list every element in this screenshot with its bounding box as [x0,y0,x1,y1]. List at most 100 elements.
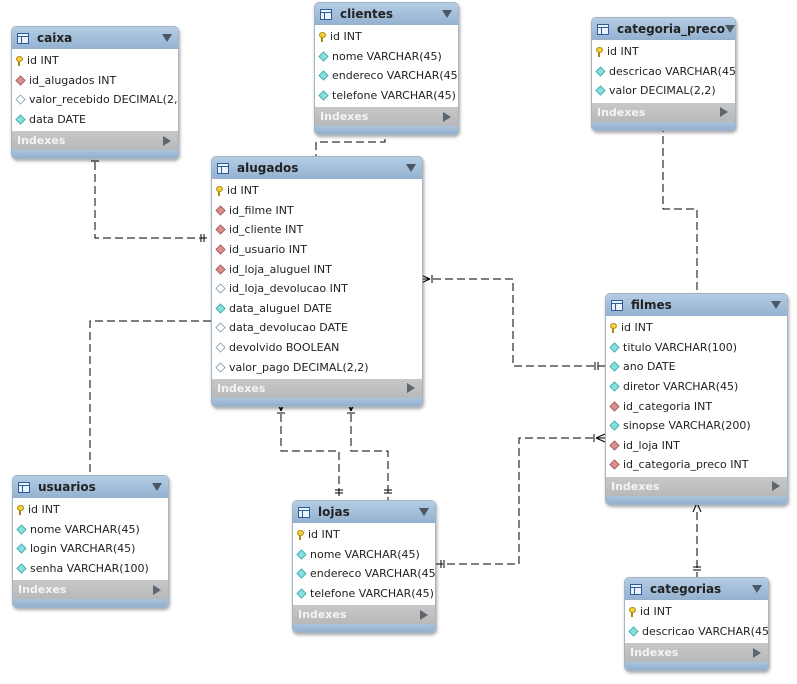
column-row[interactable]: id INT [293,525,435,545]
expand-arrow-icon[interactable] [407,383,415,394]
collapse-arrow-icon[interactable] [442,10,452,18]
column-row[interactable]: valor_pago DECIMAL(2,2) [212,357,422,377]
relationship-alugados-filmes[interactable] [420,274,605,370]
expand-arrow-icon[interactable] [720,107,728,118]
column-row[interactable]: endereco VARCHAR(45) [293,564,435,584]
indexes-section[interactable]: Indexes [625,643,768,663]
collapse-arrow-icon[interactable] [771,301,781,309]
indexes-section[interactable]: Indexes [293,605,435,625]
indexes-section[interactable]: Indexes [13,580,168,600]
relationship-alugados-lojas-devolucao[interactable] [346,401,392,500]
column-text: id_filme INT [229,203,294,217]
nullable-column-icon [215,322,226,334]
column-row[interactable]: telefone VARCHAR(45) [315,86,458,106]
expand-arrow-icon[interactable] [420,609,428,620]
collapse-arrow-icon[interactable] [725,25,735,33]
entity-header[interactable]: alugados [212,157,422,179]
expand-arrow-icon[interactable] [163,135,171,146]
column-row[interactable]: data DATE [12,110,178,130]
column-row[interactable]: id_usuario INT [212,240,422,260]
column-row[interactable]: devolvido BOOLEAN [212,338,422,358]
table-icon [298,506,310,518]
table-icon [217,162,229,174]
column-row[interactable]: descricao VARCHAR(45) [625,622,768,642]
column-icon [296,549,307,560]
collapse-arrow-icon[interactable] [152,483,162,491]
expand-arrow-icon[interactable] [153,584,161,595]
column-row[interactable]: id_cliente INT [212,220,422,240]
column-row[interactable]: id_loja_aluguel INT [212,259,422,279]
entity-header[interactable]: caixa [12,27,178,49]
column-row[interactable]: valor DECIMAL(2,2) [592,81,735,101]
collapse-arrow-icon[interactable] [752,585,762,593]
column-row[interactable]: id INT [12,51,178,71]
indexes-section[interactable]: Indexes [315,107,458,127]
entity-header[interactable]: lojas [293,501,435,523]
indexes-label: Indexes [17,134,66,148]
column-row[interactable]: id INT [13,500,168,520]
column-row[interactable]: id_filme INT [212,201,422,221]
column-row[interactable]: data_devolucao DATE [212,318,422,338]
column-row[interactable]: telefone VARCHAR(45) [293,584,435,604]
column-row[interactable]: sinopse VARCHAR(200) [606,416,787,436]
indexes-section[interactable]: Indexes [606,476,787,496]
column-row[interactable]: nome VARCHAR(45) [315,47,458,67]
column-row[interactable]: nome VARCHAR(45) [13,520,168,540]
relationship-caixa-alugados[interactable] [90,149,211,242]
entity-header[interactable]: categoria_preco [592,18,735,40]
collapse-arrow-icon[interactable] [162,34,172,42]
indexes-section[interactable]: Indexes [212,378,422,398]
entity-header[interactable]: filmes [606,294,787,316]
column-row[interactable]: id INT [625,602,768,622]
column-row[interactable]: id_categoria INT [606,396,787,416]
relationship-filmes-lojas[interactable] [434,433,606,568]
collapse-arrow-icon[interactable] [406,164,416,172]
column-row[interactable]: login VARCHAR(45) [13,539,168,559]
column-row[interactable]: id_categoria_preco INT [606,455,787,475]
relationship-categoria-preco-filmes[interactable] [659,113,702,305]
relationship-alugados-lojas-aluguel[interactable] [276,401,343,500]
indexes-section[interactable]: Indexes [12,131,178,151]
column-row[interactable]: descricao VARCHAR(45) [592,62,735,82]
column-row[interactable]: id INT [606,318,787,338]
column-row[interactable]: id INT [315,27,458,47]
column-row[interactable]: id_loja INT [606,436,787,456]
entity-header[interactable]: usuarios [13,476,168,498]
indexes-label: Indexes [18,583,67,597]
entity-header[interactable]: clientes [315,3,458,25]
column-row[interactable]: senha VARCHAR(100) [13,559,168,579]
relationship-filmes-categorias[interactable] [692,500,702,577]
relationship-alugados-usuarios[interactable] [86,316,223,486]
foreign-key-icon [215,205,226,216]
indexes-section[interactable]: Indexes [592,102,735,122]
expand-arrow-icon[interactable] [753,647,761,658]
column-row[interactable]: id_loja_devolucao INT [212,279,422,299]
column-icon [16,543,27,555]
column-row[interactable]: diretor VARCHAR(45) [606,377,787,397]
column-row[interactable]: id_alugados INT [12,71,178,91]
column-row[interactable]: data_aluguel DATE [212,299,422,319]
column-row[interactable]: valor_recebido DECIMAL(2,2) [12,90,178,110]
expand-arrow-icon[interactable] [443,111,451,122]
primary-key-icon [17,504,24,515]
collapse-arrow-icon[interactable] [419,508,429,516]
column-row[interactable]: titulo VARCHAR(100) [606,338,787,358]
column-row[interactable]: endereco VARCHAR(45) [315,66,458,86]
column-row[interactable]: id INT [592,42,735,62]
column-row[interactable]: id INT [212,181,422,201]
column-row[interactable]: nome VARCHAR(45) [293,545,435,565]
expand-arrow-icon[interactable] [772,481,780,492]
entity-bottom-bar [592,121,735,130]
entity-bottom-bar [293,624,435,633]
entity-header[interactable]: categorias [625,578,768,600]
column-row[interactable]: ano DATE [606,357,787,377]
